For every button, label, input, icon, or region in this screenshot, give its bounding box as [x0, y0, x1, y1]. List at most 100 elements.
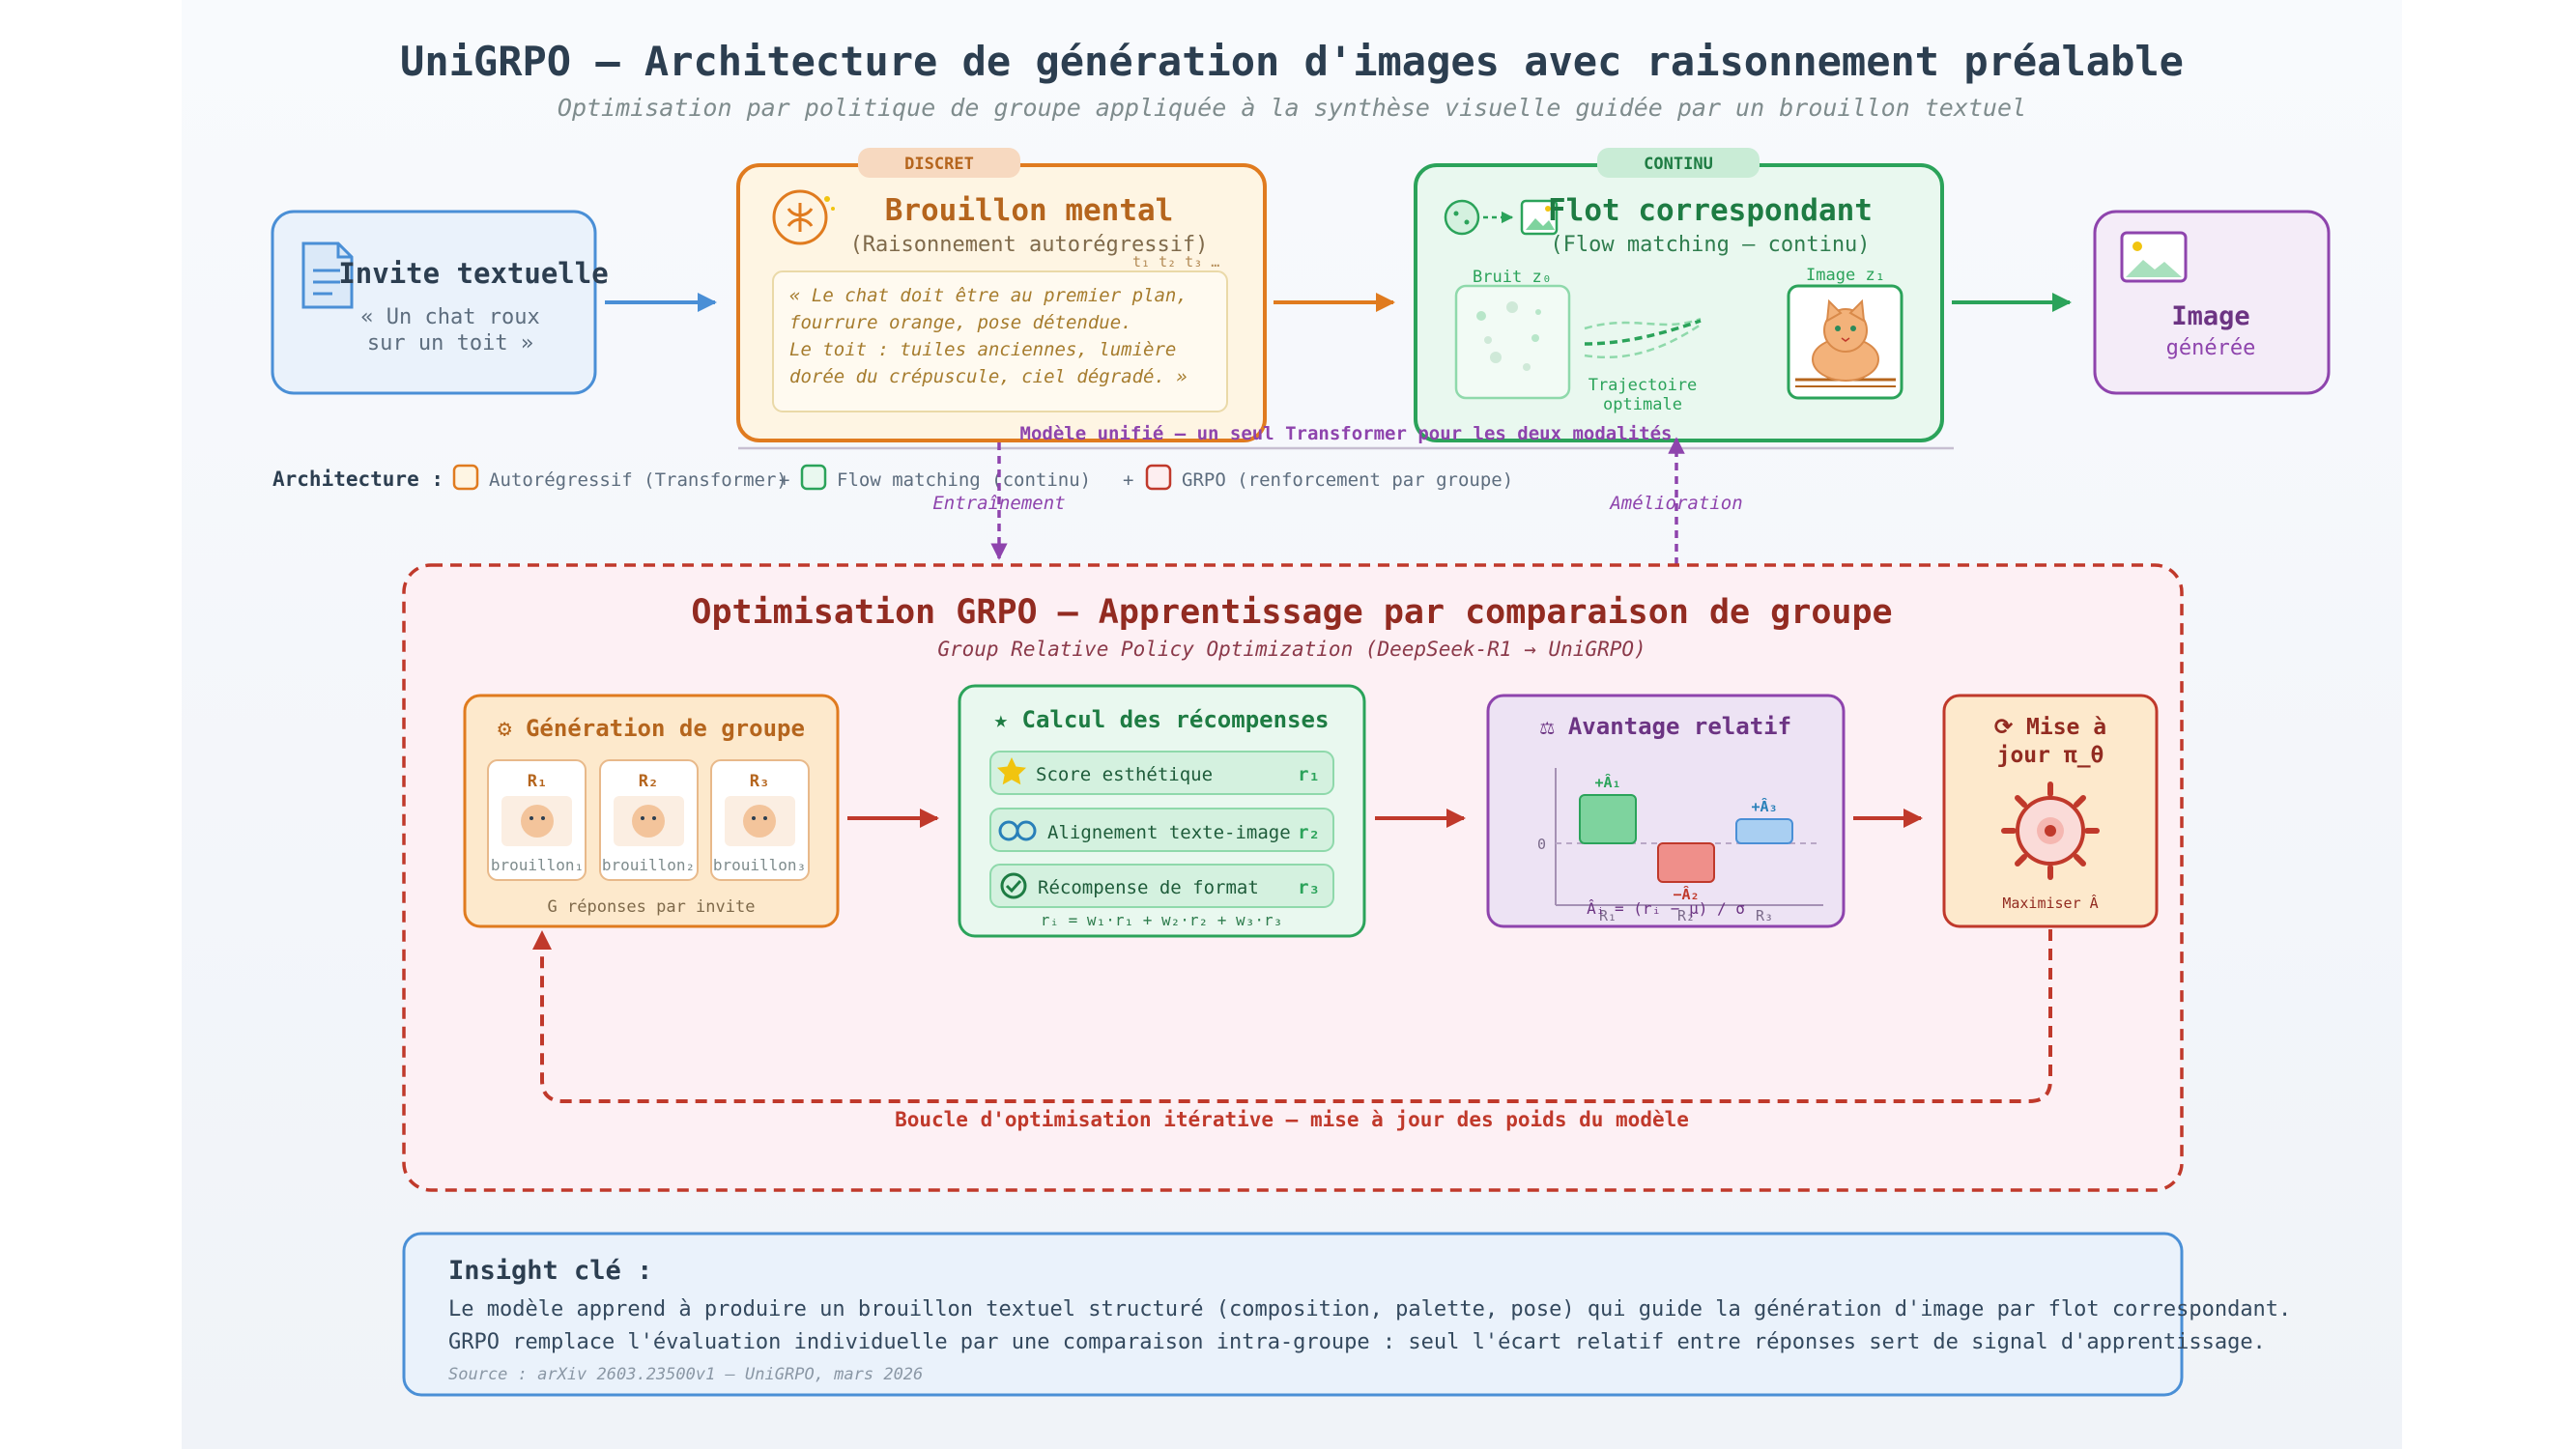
cat-face-icon [632, 805, 665, 838]
advantage-zero-label: 0 [1537, 836, 1546, 853]
reward-aesthetic: Score esthétique r₁ [989, 751, 1334, 795]
optimization-loop-label: Boucle d'optimisation itérative — mise à… [895, 1108, 1689, 1131]
policy-update-title-2: jour π_θ [1997, 743, 2104, 768]
legend-item-grpo: GRPO (renforcement par groupe) [1182, 469, 1513, 491]
cat-face-icon [521, 805, 554, 838]
grpo-subtitle: Group Relative Policy Optimization (Deep… [937, 638, 1646, 661]
legend-plus-1: + [779, 469, 789, 491]
reward-alignment: Alignement texte-image r₂ [989, 808, 1334, 852]
legend-swatch-autoregressive [452, 464, 479, 491]
optimization-loop-arrow [532, 929, 2052, 1103]
advantage-bar-3 [1735, 818, 1793, 844]
continuous-tag-label: CONTINU [1644, 155, 1713, 174]
reward-aesthetic-symbol: r₁ [1298, 764, 1320, 785]
response-card-3-label: R₃ [750, 772, 769, 791]
unified-model-label: Modèle unifié — un seul Transformer pour… [1020, 423, 1673, 444]
noise-label: Bruit z₀ [1473, 268, 1552, 287]
advantage-x-label-2: R₂ [1677, 907, 1695, 924]
draft-box[interactable]: DISCRET Brouillon mental (Raisonnement a… [736, 148, 1267, 442]
flow-title: Flot correspondant [1548, 193, 1873, 228]
reward-format-symbol: r₃ [1298, 877, 1320, 898]
legend-item-flow: Flow matching (continu) [837, 469, 1091, 491]
flow-box[interactable]: CONTINU Flot correspondant (Flow matchin… [1414, 148, 1944, 442]
advantage-title: ⚖ Avantage relatif [1540, 713, 1791, 740]
training-label: Entraînement [932, 493, 1065, 514]
noise-panel [1454, 284, 1571, 400]
grpo-title: Optimisation GRPO — Apprentissage par co… [691, 593, 1892, 632]
advantage-formula: Âᵢ = (rᵢ − μ) / σ [1587, 899, 1745, 918]
draft-line-3: Le toit : tuiles anciennes, lumière [789, 339, 1176, 360]
cat-face-icon [743, 805, 776, 838]
response-card-1-caption: brouillon₁ [491, 856, 584, 874]
rewards-box[interactable]: ★ Calcul des récompenses Score esthétiqu… [958, 684, 1366, 938]
reward-format-label: Récompense de format [1038, 877, 1259, 898]
insight-title: Insight clé : [448, 1256, 652, 1286]
page-title: UniGRPO — Architecture de génération d'i… [400, 38, 2184, 85]
advantage-bar-2 [1657, 842, 1715, 883]
insight-box: Insight clé : Le modèle apprend à produi… [402, 1232, 2291, 1397]
prompt-line-2: sur un toit » [367, 331, 533, 355]
group-generation-box[interactable]: ⚙ Génération de groupe R₁ brouillon₁ R₂ … [463, 694, 840, 928]
advantage-bar-label-2: −Â₂ [1673, 885, 1699, 903]
advantage-bar-label-1: +Â₁ [1594, 773, 1620, 791]
reward-alignment-label: Alignement texte-image [1047, 822, 1291, 843]
advantage-bar-label-3: +Â₃ [1751, 797, 1777, 815]
policy-update-footer: Maximiser Â [2002, 894, 2098, 912]
gear-icon [2001, 781, 2100, 880]
insight-line-2: GRPO remplace l'évaluation individuelle … [448, 1330, 2266, 1354]
response-card-1: R₁ brouillon₁ [487, 759, 587, 881]
discrete-tag-label: DISCRET [904, 155, 974, 174]
cat-icon [1812, 298, 1879, 382]
policy-update-box[interactable]: ⟳ Mise à jour π_θ Maximiser Â [1942, 694, 2159, 928]
group-generation-footer: G réponses par invite [548, 897, 756, 917]
legend-swatch-flow [800, 464, 827, 491]
brain-icon [772, 189, 835, 245]
prompt-title: Invite textuelle [338, 257, 608, 290]
draft-line-2: fourrure orange, pose détendue. [789, 312, 1132, 333]
star-icon [997, 757, 1026, 785]
draft-title: Brouillon mental [885, 193, 1174, 228]
legend-plus-2: + [1123, 469, 1133, 491]
draft-text-panel [772, 270, 1228, 412]
discrete-tag [858, 148, 1020, 178]
response-card-2-caption: brouillon₂ [602, 856, 695, 874]
reward-format: Récompense de format r₃ [989, 864, 1334, 908]
advantage-x-label-1: R₁ [1599, 907, 1617, 924]
architecture-legend: Architecture : Autorégressif (Transforme… [272, 464, 1513, 491]
prompt-box[interactable]: Invite textuelle « Un chat roux sur un t… [271, 210, 609, 395]
policy-update-title-1: ⟳ Mise à [1994, 715, 2106, 740]
advantage-bar-1 [1579, 794, 1637, 844]
insight-source: Source : arXiv 2603.23500v1 — UniGRPO, m… [448, 1365, 923, 1384]
response-card-1-label: R₁ [528, 772, 547, 791]
draft-line-4: dorée du crépuscule, ciel dégradé. » [789, 366, 1188, 387]
trajectory-paths [1584, 317, 1702, 359]
advantage-box[interactable]: ⚖ Avantage relatif 0 +Â₁−Â₂+Â₃ R₁ R₂ R₃ … [1486, 694, 1846, 928]
cat-image-panel [1787, 284, 1903, 400]
check-circle-icon [1000, 872, 1027, 899]
legend-swatch-grpo [1145, 464, 1172, 491]
legend-item-autoregressive: Autorégressif (Transformer) [489, 469, 787, 491]
output-box[interactable]: Image générée [2093, 210, 2331, 395]
draft-line-1: « Le chat doit être au premier plan, [789, 285, 1188, 306]
group-generation-title: ⚙ Génération de groupe [498, 715, 805, 742]
response-card-2-label: R₂ [639, 772, 658, 791]
prompt-line-1: « Un chat roux [360, 305, 539, 329]
page-subtitle: Optimisation par politique de groupe app… [558, 94, 2026, 122]
advantage-x-label-3: R₃ [1756, 907, 1773, 924]
draft-subtitle: (Raisonnement autorégressif) [850, 233, 1209, 257]
reward-alignment-symbol: r₂ [1298, 822, 1320, 843]
document-icon [301, 242, 354, 309]
flow-subtitle: (Flow matching — continu) [1550, 233, 1870, 257]
reward-aesthetic-label: Score esthétique [1036, 764, 1213, 785]
output-subtitle: générée [2166, 336, 2256, 360]
legend-label: Architecture : [272, 468, 444, 491]
image-icon [2120, 231, 2188, 283]
rewards-title: ★ Calcul des récompenses [994, 706, 1330, 733]
improvement-label: Amélioration [1609, 493, 1742, 514]
advantage-mini-chart: 0 +Â₁ −Â₂ +Â₃ R₁ R₂ R₃ [1537, 768, 1823, 924]
response-card-3: R₃ brouillon₃ [710, 759, 810, 881]
response-card-3-caption: brouillon₃ [713, 856, 806, 874]
insight-line-1: Le modèle apprend à produire un brouillo… [448, 1297, 2291, 1321]
trajectory-label-2: optimale [1603, 395, 1682, 414]
